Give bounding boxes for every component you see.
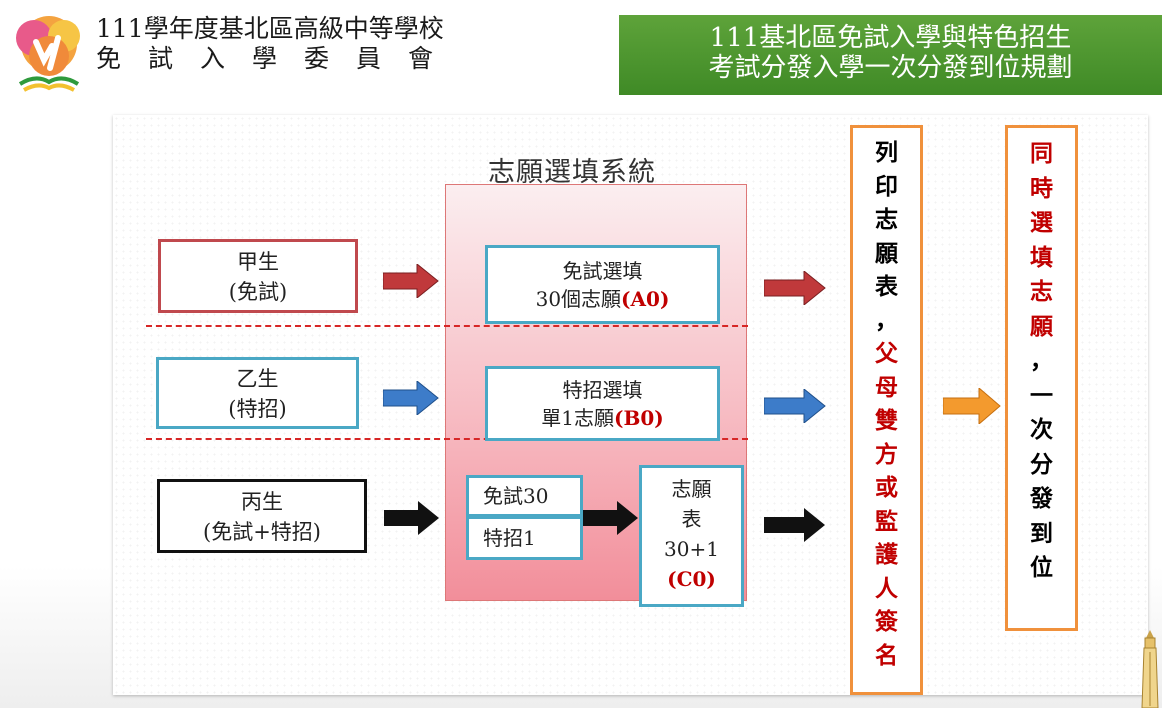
blue-arrow-icon (764, 389, 826, 423)
option-a-box: 免試選填 30個志願(A0) (485, 245, 720, 324)
sign-char: 方 (875, 440, 898, 468)
result-char: 志 (1030, 278, 1053, 305)
option-b-box: 特招選填 單1志願(B0) (485, 366, 720, 441)
committee-logo-icon (16, 16, 80, 92)
result-char: 發 (1030, 485, 1053, 512)
sign-char: 名 (875, 641, 898, 669)
red-arrow-icon (764, 271, 826, 305)
black-arrow-icon (384, 501, 439, 535)
print-char: 印 (875, 172, 898, 200)
result-char: 到 (1030, 519, 1053, 547)
org-line1: 111學年度基北區高級中等學校 (96, 14, 444, 43)
sign-char: 或 (875, 474, 898, 501)
option-c-special-label: 特招1 (483, 526, 536, 550)
print-char: 願 (875, 239, 898, 267)
title-line1: 111基北區免試入學與特色招生 (709, 23, 1072, 53)
sign-char: 護 (875, 541, 898, 568)
separator-line (146, 438, 748, 440)
option-a-code: (A0) (621, 287, 670, 311)
result-char: 次 (1030, 416, 1053, 443)
student-a-box: 甲生 (免試) (158, 239, 358, 313)
student-a-type: (免試) (228, 280, 288, 304)
option-a-line2: 30個志願 (535, 287, 622, 311)
student-b-name: 乙生 (236, 367, 279, 391)
sign-char: 雙 (875, 407, 898, 434)
student-c-name: 丙生 (241, 490, 283, 514)
option-c-code: (C0) (667, 567, 716, 591)
option-b-line2: 單1志願 (541, 406, 614, 430)
student-b-box: 乙生 (特招) (156, 357, 359, 429)
organization-name: 111學年度基北區高級中等學校 免試入學委員會 (96, 14, 460, 74)
system-title: 志願選填系統 (488, 157, 656, 188)
sign-char: 母 (875, 373, 898, 401)
result-char: 選 (1030, 209, 1053, 236)
result-char: 分 (1030, 450, 1053, 478)
print-char: 表 (875, 273, 898, 300)
black-arrow-icon (583, 501, 638, 535)
lighthouse-icon (1141, 630, 1159, 708)
header: 111學年度基北區高級中等學校 免試入學委員會 111基北區免試入學與特色招生 … (0, 0, 1162, 100)
student-c-box: 丙生 (免試+特招) (157, 479, 367, 553)
black-arrow-icon (764, 508, 825, 542)
option-c-form-line3: 30+1 (664, 537, 719, 561)
result-char: 位 (1030, 554, 1053, 581)
sign-char: 監 (875, 507, 898, 535)
org-line2: 免試入學委員會 (96, 44, 461, 73)
result-char: 願 (1030, 312, 1053, 340)
print-sign-step-box: 列 印 志 願 表 ， 父 母 雙 方 或 監 護 人 簽 名 (850, 125, 923, 695)
option-c-exempt-label: 免試30 (483, 484, 549, 508)
result-char: 時 (1030, 174, 1053, 202)
option-b-line1: 特招選填 (562, 378, 643, 402)
student-b-type: (特招) (228, 397, 287, 421)
print-char: ， (875, 306, 898, 334)
option-c-special-box: 特招1 (466, 516, 583, 560)
result-char: 同 (1030, 140, 1053, 167)
page-title-banner: 111基北區免試入學與特色招生 考試分發入學一次分發到位規劃 (619, 15, 1162, 95)
sign-char: 簽 (875, 608, 898, 635)
student-c-type: (免試+特招) (203, 520, 321, 544)
option-a-line1: 免試選填 (562, 259, 643, 283)
option-b-code: (B0) (613, 406, 664, 430)
result-char: 填 (1030, 243, 1053, 271)
student-a-name: 甲生 (237, 250, 279, 274)
result-char: ， (1030, 347, 1053, 374)
separator-line (146, 325, 748, 327)
orange-arrow-icon (943, 388, 1001, 424)
option-c-form-line1: 志願 (671, 477, 712, 501)
print-char: 志 (875, 206, 898, 233)
option-c-form-box: 志願 表 30+1 (C0) (639, 465, 744, 607)
option-c-exempt-box: 免試30 (466, 475, 583, 517)
print-char: 列 (875, 139, 898, 166)
result-char: 一 (1030, 381, 1053, 409)
option-c-form-line2: 表 (681, 507, 702, 531)
blue-arrow-icon (383, 381, 439, 415)
one-time-placement-box: 同 時 選 填 志 願 ， 一 次 分 發 到 位 (1005, 125, 1078, 631)
red-arrow-icon (383, 264, 439, 298)
title-line2: 考試分發入學一次分發到位規劃 (708, 53, 1073, 83)
sign-char: 父 (875, 340, 898, 367)
sign-char: 人 (875, 574, 898, 602)
